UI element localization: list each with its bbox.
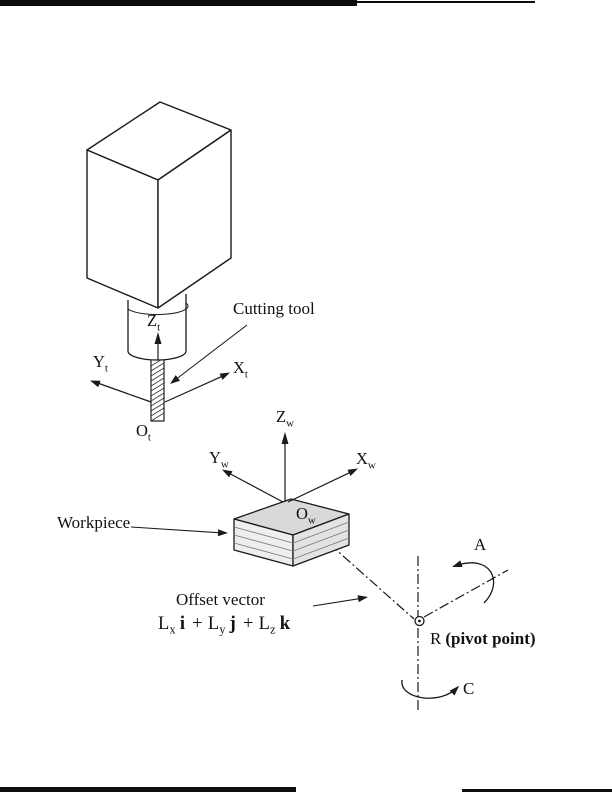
tool-z-arrowhead	[154, 332, 162, 344]
workpiece-block	[233, 498, 350, 567]
pivot-point-label: R(pivot point)	[430, 629, 536, 648]
work-frame-axes	[222, 432, 358, 503]
pivot-point-dot	[418, 619, 421, 623]
scan-artifact-bottom-right	[462, 789, 612, 792]
spindle-right-face	[157, 129, 232, 309]
a-rotation-axis-line	[423, 569, 509, 618]
tool-shaft-hatching	[150, 357, 165, 422]
cutting-tool-leader	[170, 324, 248, 384]
work-y-label: Yw	[209, 448, 229, 471]
offset-vector-arrowhead	[357, 595, 368, 603]
tool-x-label: Xt	[233, 358, 248, 381]
cutting-tool-label: Cutting tool	[233, 299, 315, 318]
tool-origin-label: Ot	[136, 421, 151, 444]
offset-vector-pointer	[312, 595, 368, 607]
scan-artifact-top-left	[0, 0, 357, 6]
scan-artifact-bottom-left	[0, 787, 296, 792]
work-y-arrowhead	[222, 469, 233, 478]
c-rotation-arrowhead	[449, 685, 459, 696]
work-origin-label: Ow	[296, 504, 316, 527]
tool-y-label: Yt	[93, 352, 108, 375]
tool-z-label: Zt	[147, 311, 161, 334]
workpiece-leader	[130, 526, 228, 537]
a-axis-label: A	[474, 535, 487, 554]
scan-artifact-top-right	[357, 1, 535, 3]
a-rotation-arrow	[452, 560, 495, 604]
cutting-tool-arrowhead	[170, 375, 180, 384]
spindle-housing	[86, 101, 232, 309]
workpiece-arrowhead	[217, 529, 228, 537]
tool-y-axis	[98, 382, 152, 403]
a-rotation-arrowhead	[452, 560, 463, 567]
work-y-axis	[230, 473, 284, 503]
work-z-label: Zw	[276, 407, 294, 430]
work-x-label: Xw	[356, 449, 376, 472]
tool-holder-cylinder	[127, 294, 187, 361]
tool-y-arrowhead	[90, 380, 101, 388]
tool-x-arrowhead	[219, 372, 230, 380]
workpiece-shading	[233, 521, 350, 560]
tool-holder-seam	[127, 302, 189, 316]
work-x-axis	[287, 472, 350, 503]
c-axis-label: C	[463, 679, 475, 698]
tool-shaft	[150, 356, 165, 422]
c-rotation-arrow	[401, 679, 459, 699]
tool-x-axis	[164, 376, 222, 403]
work-z-arrowhead	[281, 432, 289, 444]
workpiece-label: Workpiece	[57, 513, 131, 532]
tool-frame-axes	[90, 332, 230, 403]
offset-vector-label: Offset vector	[176, 590, 265, 609]
work-x-arrowhead	[347, 468, 358, 476]
